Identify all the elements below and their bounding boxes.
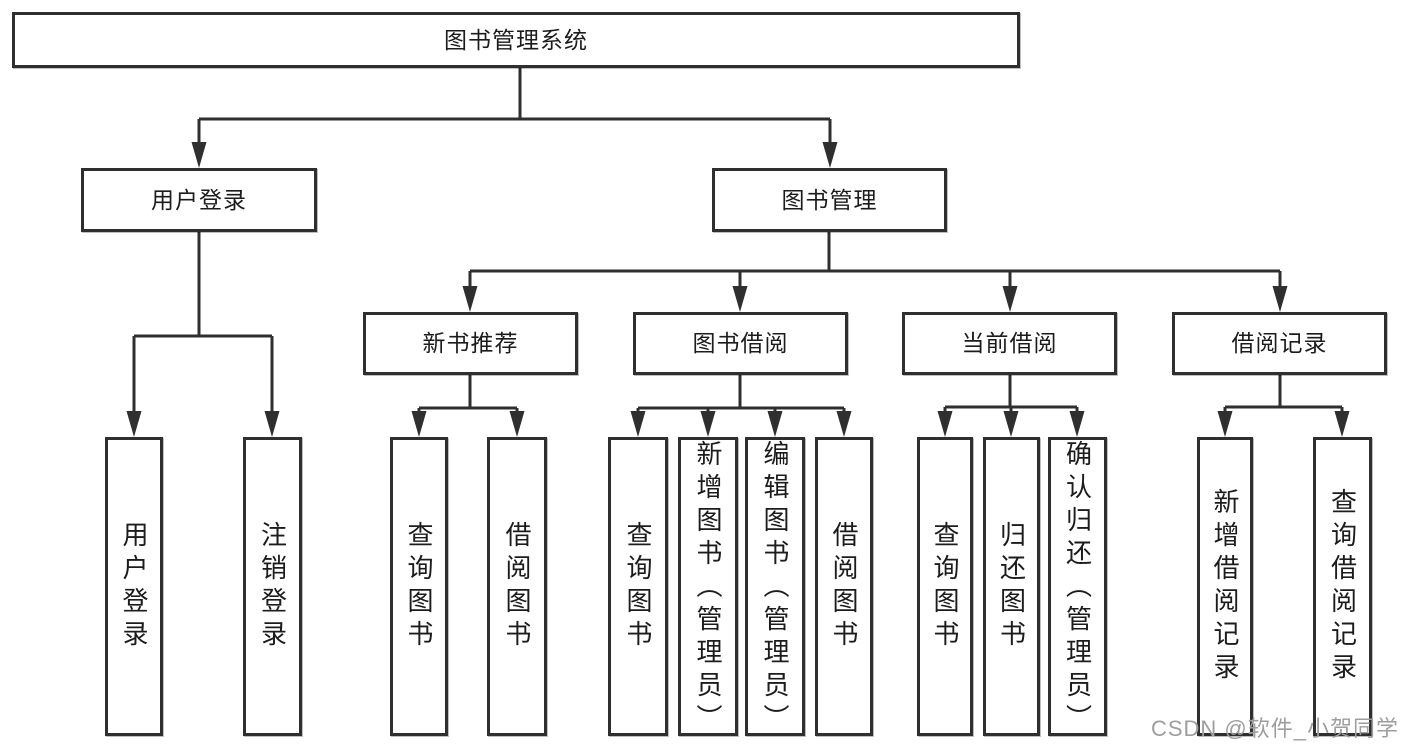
- leaf-user-login: 用户登录: [105, 437, 163, 736]
- leaf-query-book-newbook-label: 查询图书: [404, 520, 434, 653]
- node-current-borrow-label: 当前借阅: [961, 330, 1058, 356]
- leaf-confirm-return-admin: 确认归还（管理员）: [1048, 437, 1107, 737]
- leaf-user-login-label: 用户登录: [119, 520, 149, 653]
- node-new-book-recommend-label: 新书推荐: [422, 330, 519, 356]
- node-user-login: 用户登录: [81, 168, 317, 232]
- leaf-query-book-borrow-label: 查询图书: [623, 520, 653, 653]
- leaf-borrow-book-newbook-label: 借阅图书: [502, 520, 532, 653]
- leaf-logout-login-label: 注销登录: [257, 520, 288, 653]
- leaf-return-book-label: 归还图书: [996, 520, 1027, 653]
- node-book-management-label: 图书管理: [781, 186, 878, 213]
- leaf-add-book-admin-label: 新增图书（管理员）: [693, 440, 723, 737]
- leaf-borrow-book-borrow-label: 借阅图书: [829, 520, 859, 653]
- leaf-add-borrow-record: 新增借阅记录: [1197, 437, 1253, 736]
- node-book-management: 图书管理: [712, 168, 947, 232]
- watermark-text: CSDN @软件_小贺同学: [1150, 716, 1399, 741]
- leaf-query-borrow-record-label: 查询借阅记录: [1327, 487, 1358, 686]
- node-root: 图书管理系统: [12, 12, 1020, 68]
- node-current-borrow: 当前借阅: [902, 312, 1117, 375]
- node-borrow-record: 借阅记录: [1172, 312, 1387, 375]
- node-book-borrow: 图书借阅: [633, 312, 848, 375]
- leaf-query-book-newbook: 查询图书: [390, 437, 448, 736]
- leaf-add-book-admin: 新增图书（管理员）: [678, 437, 738, 737]
- node-user-login-label: 用户登录: [151, 186, 247, 213]
- leaf-return-book: 归还图书: [983, 437, 1040, 736]
- node-borrow-record-label: 借阅记录: [1231, 330, 1328, 356]
- leaf-query-borrow-record: 查询借阅记录: [1313, 437, 1372, 736]
- leaf-edit-book-admin: 编辑图书（管理员）: [745, 437, 805, 737]
- leaf-borrow-book-borrow: 借阅图书: [815, 437, 873, 736]
- leaf-add-borrow-record-label: 新增借阅记录: [1210, 487, 1240, 686]
- node-root-label: 图书管理系统: [444, 26, 588, 53]
- leaf-query-book-borrow: 查询图书: [608, 437, 668, 736]
- leaf-edit-book-admin-label: 编辑图书（管理员）: [760, 440, 790, 737]
- arrowhead-icons: [126, 142, 1350, 437]
- node-book-borrow-label: 图书借阅: [692, 330, 789, 356]
- node-new-book-recommend: 新书推荐: [363, 312, 578, 375]
- leaf-confirm-return-admin-label: 确认归还（管理员）: [1062, 440, 1093, 737]
- leaf-query-book-current-label: 查询图书: [930, 520, 960, 653]
- leaf-logout-login: 注销登录: [243, 437, 302, 736]
- leaf-borrow-book-newbook: 借阅图书: [487, 437, 547, 736]
- leaf-query-book-current: 查询图书: [917, 437, 973, 736]
